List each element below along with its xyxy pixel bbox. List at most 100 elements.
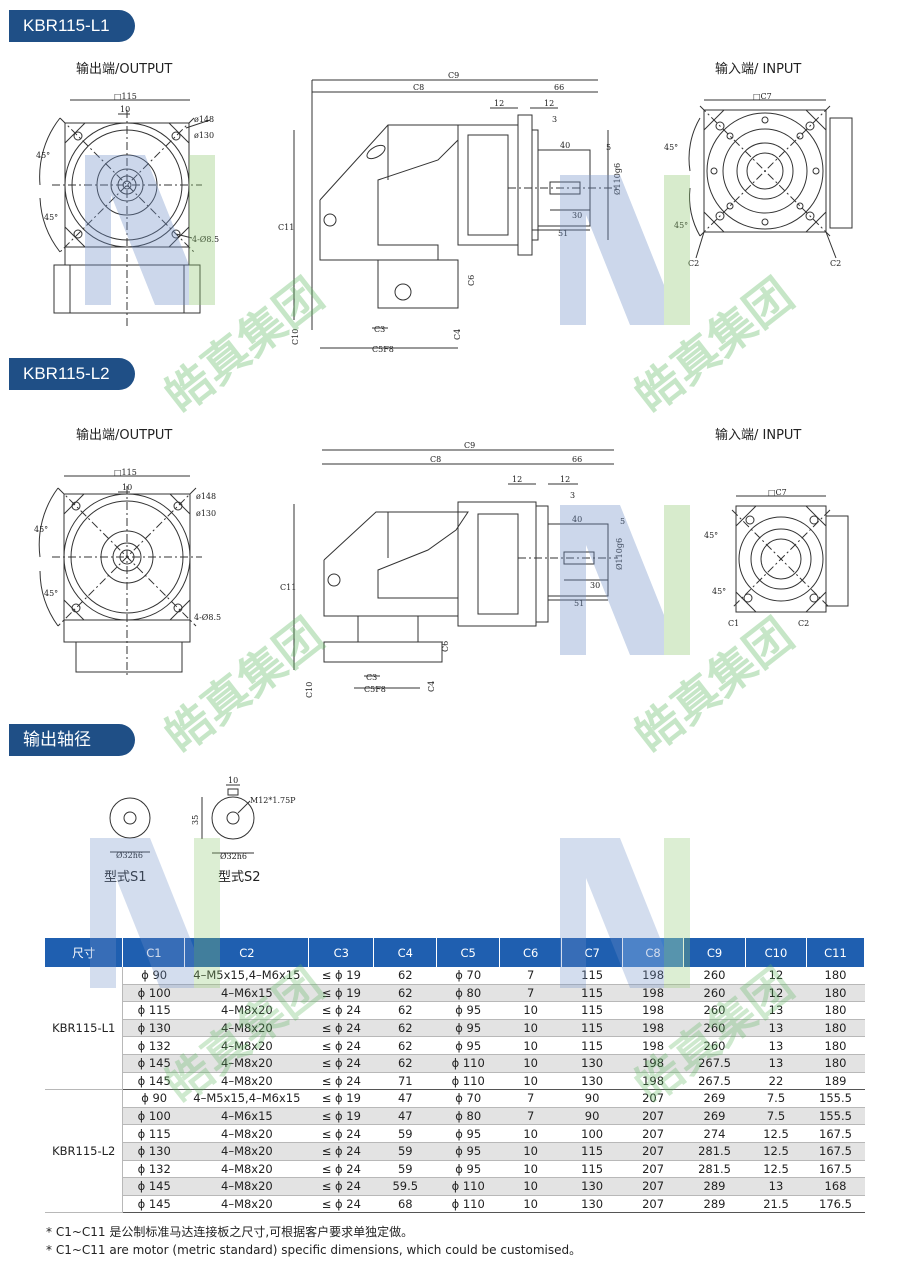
dim-66: 66 [554, 83, 564, 92]
table-cell: 10 [499, 1036, 562, 1055]
table-cell: 10 [499, 1072, 562, 1091]
col-header-c9: C9 [683, 938, 747, 967]
table-cell: ϕ 90 [122, 1089, 185, 1108]
dim-c4: C4 [453, 329, 462, 340]
dim-sq115: □115 [114, 92, 137, 101]
table-cell: ϕ 90 [122, 967, 185, 985]
table-cell: 4–M8x20 [184, 1195, 309, 1214]
table-cell: ≤ ϕ 19 [308, 1089, 374, 1108]
table-cell: 62 [373, 984, 437, 1003]
table-cell: 10 [499, 1001, 562, 1020]
dim-c10: C10 [291, 329, 300, 345]
table-cell: 207 [622, 1142, 684, 1161]
table-cell: ϕ 95 [436, 1124, 500, 1143]
table-cell: 7.5 [745, 1089, 807, 1108]
s2-key: 10 [228, 776, 238, 785]
table-cell: ≤ ϕ 24 [308, 1124, 374, 1143]
l1-side-view: C9 C8 66 12 12 3 C11 40 5 30 51 Ø110g6 C… [278, 71, 622, 354]
dim-51-l2: 51 [574, 599, 584, 608]
dim-45-h: 45° [712, 587, 726, 596]
dim-c2-c: C2 [798, 619, 809, 628]
dim-30: 30 [572, 211, 582, 220]
col-header-c1: C1 [122, 938, 186, 967]
table-cell: 10 [499, 1195, 562, 1214]
table-cell: ≤ ϕ 24 [308, 1160, 374, 1179]
table-cell: ≤ ϕ 24 [308, 1019, 374, 1038]
col-header-c6: C6 [499, 938, 563, 967]
table-cell: 198 [622, 1072, 684, 1091]
table-cell: 10 [499, 1160, 562, 1179]
table-cell: 207 [622, 1089, 684, 1108]
dim-5-l2: 5 [620, 517, 625, 526]
dim-c1: C1 [728, 619, 739, 628]
table-cell: ≤ ϕ 19 [308, 984, 374, 1003]
dim-45-a: 45° [36, 151, 50, 160]
dim-45-e: 45° [34, 525, 48, 534]
table-cell: ≤ ϕ 24 [308, 1177, 374, 1196]
table-cell: 189 [806, 1072, 865, 1091]
l2-input-view: □C7 45° 45° C1 C2 [704, 488, 849, 628]
table-cell: 207 [622, 1177, 684, 1196]
dim-45-d: 45° [674, 221, 688, 230]
table-cell: ϕ 95 [436, 1160, 500, 1179]
table-cell: 13 [745, 1019, 807, 1038]
table-cell: ϕ 80 [436, 1107, 500, 1126]
table-cell: 4–M8x20 [184, 1072, 309, 1091]
table-cell: ≤ ϕ 24 [308, 1036, 374, 1055]
section-title-l2: KBR115-L2 [9, 358, 135, 390]
l1-input-view: □C7 45° 45° C2 C2 [664, 92, 853, 268]
dim-c5: C5F8 [372, 345, 394, 354]
table-cell: ϕ 100 [122, 1107, 185, 1126]
dim-12-a: 12 [494, 99, 504, 108]
table-cell: 13 [745, 1177, 807, 1196]
s2-dia: Ø32h6 [220, 852, 247, 861]
table-cell: 198 [622, 1019, 684, 1038]
table-cell: 59 [373, 1160, 437, 1179]
table-cell: 269 [683, 1089, 746, 1108]
table-cell: 7 [499, 1107, 562, 1126]
section-title-l1: KBR115-L1 [9, 10, 135, 42]
input-label-l1: 输入端/ INPUT [715, 62, 802, 77]
table-cell: ϕ 70 [436, 1089, 500, 1108]
dim-45-b: 45° [44, 213, 58, 222]
table-cell: ϕ 110 [436, 1195, 500, 1214]
input-label-l2: 输入端/ INPUT [715, 428, 802, 443]
table-cell: 21.5 [745, 1195, 807, 1214]
dim-45-g: 45° [704, 531, 718, 540]
table-cell: 4–M6x15 [184, 1107, 309, 1126]
table-cell: 71 [373, 1072, 437, 1091]
dim-12-b: 12 [544, 99, 554, 108]
table-cell: 207 [622, 1124, 684, 1143]
dim-w10: 10 [120, 105, 130, 114]
model-cell: KBR115-L2 [45, 1089, 124, 1214]
table-cell: 4–M5x15,4–M6x15 [184, 967, 309, 985]
table-cell: 180 [806, 984, 865, 1003]
dim-c2-a: C2 [688, 259, 699, 268]
table-cell: 115 [561, 1019, 623, 1038]
table-cell: 267.5 [683, 1072, 746, 1091]
table-cell: 13 [745, 1036, 807, 1055]
table-cell: 198 [622, 1036, 684, 1055]
output-label-l1: 输出端/OUTPUT [76, 62, 173, 77]
shaft-s1-drawing: Ø32h6 [109, 797, 151, 860]
table-cell: 90 [561, 1107, 623, 1126]
dim-c3: C3 [374, 325, 385, 334]
table-cell: 260 [683, 1001, 746, 1020]
dim-c8: C8 [413, 83, 424, 92]
table-cell: 180 [806, 1036, 865, 1055]
table-cell: ϕ 130 [122, 1142, 185, 1161]
table-cell: ϕ 115 [122, 1001, 185, 1020]
dim-40-l2: 40 [572, 515, 582, 524]
table-cell: ϕ 110 [436, 1177, 500, 1196]
table-cell: 62 [373, 1036, 437, 1055]
dim-c3-l2: C3 [366, 673, 377, 682]
table-cell: 198 [622, 1001, 684, 1020]
table-cell: 180 [806, 1054, 865, 1073]
table-cell: 180 [806, 967, 865, 985]
